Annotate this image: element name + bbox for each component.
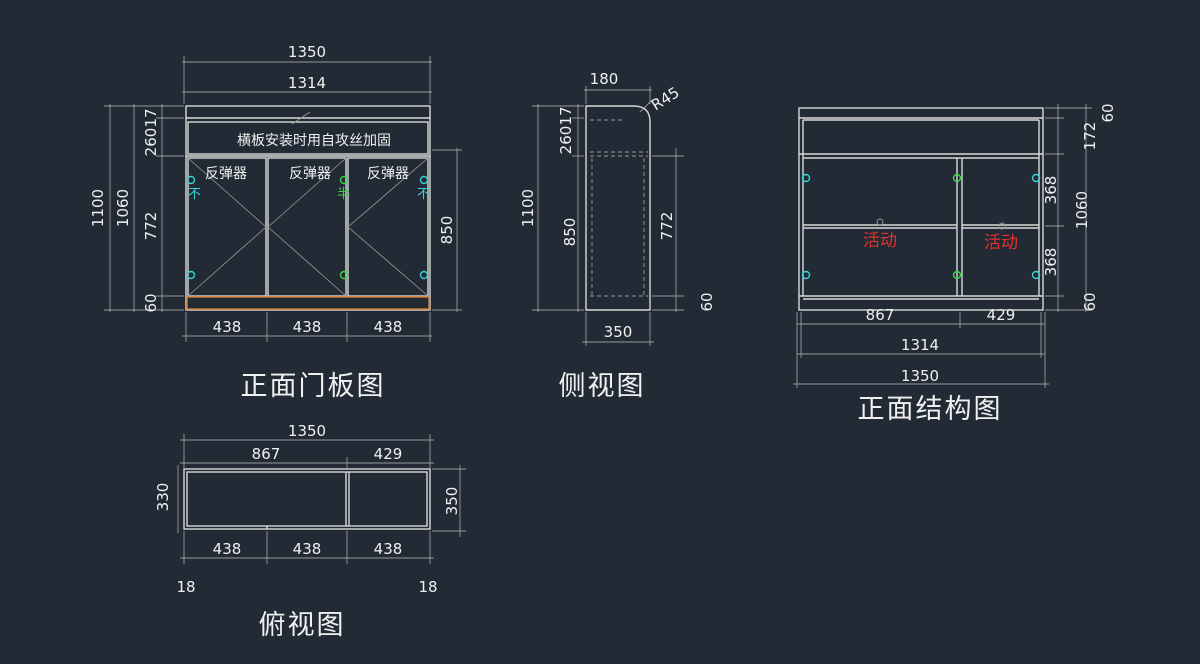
dim-side-60: 60 — [698, 292, 716, 311]
dim-struct-368-a: 368 — [1042, 176, 1060, 205]
rebound-label-1: 反弹器 — [205, 166, 247, 182]
dim-struct-1350: 1350 — [901, 367, 939, 385]
dim-top-1350: 1350 — [288, 422, 326, 440]
base-plinth — [186, 296, 430, 310]
dim-struct-60-top: 60 — [1099, 103, 1117, 122]
top-outline — [183, 468, 431, 530]
hinge-mark-left: 不 — [188, 187, 201, 202]
shelf-pin-icon — [998, 222, 1006, 230]
dim-door-height: 772 — [142, 212, 160, 241]
dim-struct-60-bottom: 60 — [1081, 292, 1099, 311]
dim-side-17: 17 — [557, 106, 575, 125]
structure-outline — [798, 107, 1044, 311]
hinge-icon — [186, 270, 196, 280]
top-view-title: 俯视图 — [259, 610, 346, 641]
hinge-icon — [419, 270, 429, 280]
dim-side-radius: R45 — [648, 83, 683, 114]
top-rail — [187, 121, 429, 155]
active-shelf-label-1: 活动 — [863, 231, 897, 251]
dim-side-depth: 350 — [604, 323, 633, 341]
dim-struct-368-b: 368 — [1042, 248, 1060, 277]
dim-struct-1314: 1314 — [901, 336, 939, 354]
hinge-icon — [1031, 270, 1041, 280]
hinge-icon — [1031, 173, 1041, 183]
shelf-pin-icon — [876, 218, 884, 226]
dim-top-429: 429 — [374, 445, 403, 463]
dim-right-850: 850 — [438, 216, 456, 245]
dim-door-1: 438 — [213, 318, 242, 336]
dim-top-438-1: 438 — [213, 540, 242, 558]
dim-side-850: 850 — [561, 218, 579, 247]
dim-struct-172: 172 — [1081, 122, 1099, 151]
side-view-title: 侧视图 — [559, 371, 646, 402]
hinge-mark-right: 不 — [417, 187, 430, 202]
rebound-label-3: 反弹器 — [367, 166, 409, 182]
front-door-view: 1350 1314 横板安装时用自攻丝加固 反弹器 反弹器 反弹器 不 半 — [89, 43, 462, 402]
dim-base-60: 60 — [142, 293, 160, 312]
dim-top-18-right: 18 — [418, 578, 437, 596]
dim-top-867: 867 — [252, 445, 281, 463]
hinge-icon — [339, 175, 349, 185]
cabinet-outline — [185, 105, 431, 311]
dim-top-330: 330 — [154, 483, 172, 512]
hinge-icon — [952, 270, 962, 280]
active-shelf-label-2: 活动 — [984, 233, 1018, 253]
dim-struct-1060: 1060 — [1073, 191, 1091, 229]
dim-inner-width: 1314 — [288, 74, 326, 92]
dim-height-body: 1060 — [114, 189, 132, 227]
dim-top-350: 350 — [443, 487, 461, 516]
top-view: 1350 867 429 330 350 438 438 438 18 18 俯… — [154, 422, 466, 641]
hinge-icon — [339, 270, 349, 280]
hinge-icon — [952, 173, 962, 183]
side-view: 180 R45 1100 17 260 850 772 60 350 — [519, 70, 716, 402]
dim-top-18-left: 18 — [176, 578, 195, 596]
dim-top-260: 260 — [142, 128, 160, 157]
front-structure-title: 正面结构图 — [858, 394, 1003, 425]
dim-side-772: 772 — [658, 212, 676, 241]
rebound-label-2: 反弹器 — [289, 166, 331, 182]
hinge-icon — [186, 175, 196, 185]
dim-struct-867: 867 — [866, 306, 895, 324]
dim-height-total: 1100 — [89, 189, 107, 227]
dim-top-438-2: 438 — [293, 540, 322, 558]
dim-top-17: 17 — [142, 108, 160, 127]
dim-side-260: 260 — [557, 126, 575, 155]
hinge-icon — [801, 173, 811, 183]
dim-struct-429: 429 — [987, 306, 1016, 324]
dim-top-438-3: 438 — [374, 540, 403, 558]
front-door-title: 正面门板图 — [241, 371, 386, 402]
dim-total-width: 1350 — [288, 43, 326, 61]
install-note: 横板安装时用自攻丝加固 — [237, 133, 391, 149]
dim-side-height: 1100 — [519, 189, 537, 227]
hinge-icon — [801, 270, 811, 280]
front-structure-view: 活动 活动 867 429 1314 1350 60 172 368 1060 — [793, 103, 1117, 425]
side-outline — [585, 105, 651, 311]
hinge-icon — [419, 175, 429, 185]
hinge-mark-mid: 半 — [337, 187, 350, 202]
dim-door-2: 438 — [293, 318, 322, 336]
dim-door-3: 438 — [374, 318, 403, 336]
dim-side-top: 180 — [590, 70, 619, 88]
